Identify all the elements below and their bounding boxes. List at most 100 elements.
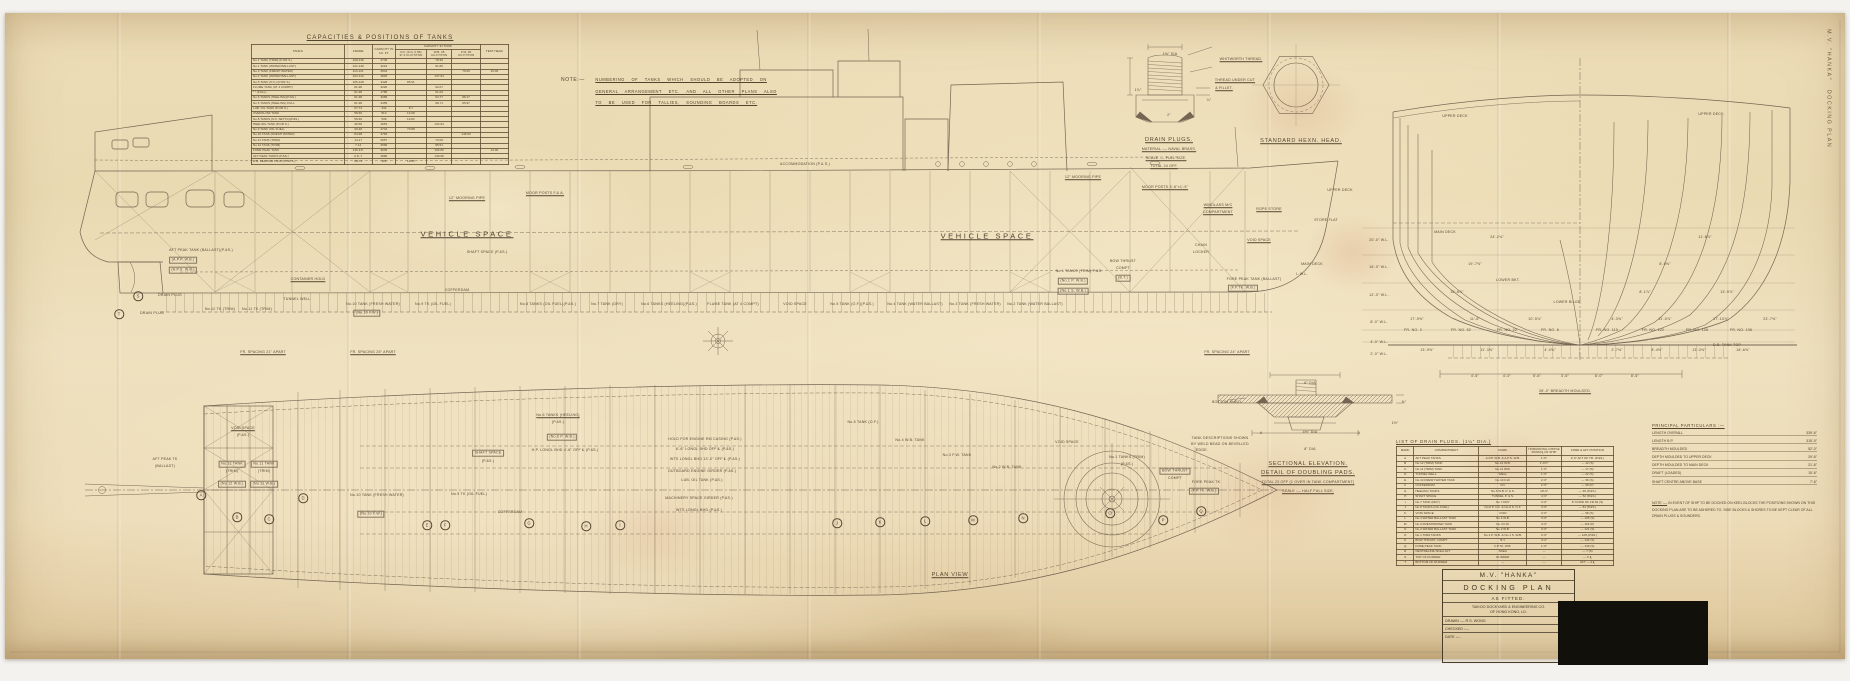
drawing-label: (A.P.P. W.B.) [169,256,197,264]
tank-numbering-note: NOTE:— NUMBERING OF TANKS WHICH SHOULD B… [561,77,777,112]
drawing-label: TOTAL 24 OFF. [1150,164,1178,169]
drawing-label: ⅝" [1401,400,1407,405]
drain-plug-mark: L [920,516,930,526]
table-cell: 4'-6" AFT OF TR. (P.&S.) [1560,455,1615,462]
drain-plug-mark: C [264,514,274,524]
table-cell: — 81 (P.&S.) [1560,504,1615,511]
particular-label: LENGTH B.P. [1652,438,1674,443]
table-cell: A [1395,455,1415,462]
drawing-label: MOOR POSTS 3'-6"×1'-9" [1141,185,1189,190]
table-cell: No.8 TANKS (OIL FUEL) [1413,504,1480,511]
drawing-label: 24'-2¾" [1490,235,1504,240]
drawing-label: (F.P.TK. W.B.) [1227,284,1259,292]
drawing-label: 6'-6" LONGL BHD OFF ℄ (P.&S.) [675,447,735,452]
drawing-label: FR. NO. 136 [1729,328,1753,333]
drawing-label: DETAIL OF DOUBLING PADS. [1261,470,1355,477]
drawing-label: 8'-9⅝" [1659,262,1671,267]
checked-by: CHECKED :— [1443,625,1574,634]
drawing-label: ACCOMMODATION (P.& S.) [780,162,830,167]
drawing-label: CHAIN [1194,243,1208,248]
drawing-label: 4½" DIA [1302,430,1318,435]
drawing-label: OUTBOARD ENGINE GIRDER (P.&S.) [667,469,737,474]
drawing-label: BY WELD BEAD ON BEVELLED [1191,442,1249,447]
table-cell: No.7 DRY [1478,499,1528,506]
drawing-label: 5'-6" [1532,374,1542,379]
drawing-label: THREAD UNDER CUT [1214,78,1256,83]
drawing-label: LUB. OIL TANK (P.&S.) [681,478,723,483]
drawing-label: 8'-1⅞" [1639,290,1651,295]
drain-plug-mark: J [832,518,842,528]
table-cell: I [1395,499,1415,506]
drawing-label: No.8 TANKS (OIL FUEL)(P.&S.) [519,302,577,307]
particular-value: 7'-6" [1810,479,1817,484]
drawing-label: 8'-0" [1594,374,1604,379]
note-line: GENERAL ARRANGEMENT ETC. AND ALL OTHER P… [595,88,777,94]
body-plan-labels: 20'-0" W.L.16'-0" W.L.12'-0" W.L.8'-0" W… [5,13,1845,659]
drawing-label: 11'-3⅝" [1480,348,1494,353]
particulars-row: DRAFT (LOADED)15'-6" [1652,471,1817,478]
table-cell: 6" FORD OF FR.62 (S) [1560,499,1615,506]
drawing-label: ROPE STORE [1256,207,1282,212]
drawing-label: 17'-9⅝" [1410,317,1424,322]
drain-plug-list-title: LIST OF DRAIN PLUGS. (1¼" DIA.) [1396,439,1492,444]
drawing-label: 4'-6" [1470,374,1480,379]
table-cell: — 17 (S) [1560,466,1615,473]
drawing-label: D.B. TANK TOP [1712,343,1742,348]
table-cell: No.12 W.B. [1478,460,1528,467]
drawing-label: (P.&S.) [551,420,565,425]
drawing-label: LOCKER [1193,250,1209,255]
table-cell: AFT — A ℄ [1560,559,1615,566]
drain-plug-mark: Q [1196,506,1206,516]
table-cell: — [1478,559,1528,566]
drawing-label: 11'-0⅞" [1658,317,1672,322]
drawing-label: MATERIAL :— NAVAL BRASS. [1141,147,1197,152]
table-cell: No.12 (TRIM) TANK [1413,460,1480,467]
table-cell: — [1526,559,1562,566]
drawing-label: (BALLAST) [155,464,175,469]
table-cell: 68-74 [343,158,373,165]
drawing-label: TUNNEL WELL [283,297,311,302]
drawing-label: FORE PEAK TK [1191,480,1221,485]
drawing-label: 1½" [1391,421,1399,426]
drawing-label: (No.10 F.W.) [357,510,385,518]
drawing-label: 2'-7⅝" [1611,348,1623,353]
drawing-label: No.3 F.W. TANK [942,453,972,458]
table-cell: No.10 F.W. [1478,477,1528,484]
drawing-label: No.5 TANK (O.F.)(P.&S.) [830,302,874,307]
drawing-label: LOWER BKT. [1496,278,1520,283]
table-cell: F [1395,482,1415,489]
drawing-label: VEHICLE SPACE [420,229,514,239]
drawing-label: (TRIM) [257,469,271,474]
drawing-label: UPPER DECK [1327,188,1353,193]
drawing-label: SECTIONAL ELEVATION. [1268,461,1348,468]
drain-plug-mark: P [1158,515,1168,525]
drawing-label: No.2 TANK (WATER BALLAST) [1007,302,1063,307]
table-cell: — 22 (S) [1560,471,1615,478]
plan-labels: VOID SPACE(P.&S.)AFT PEAK TK(BALLAST)No.… [5,13,1845,659]
table-cell: G [1395,488,1415,495]
drawing-label: 13'-9⅝" [1420,348,1434,353]
drawing-label: No.12 TANK [218,460,246,468]
table-cell: No.11 W.B. [1478,466,1528,473]
table-cell: 13.85 [394,158,427,165]
drain-plug-mark: O [1105,508,1115,518]
drawing-label: MACHINERY SPACE GIRDER (P.&S.) [665,496,733,501]
drawing-label: 23'-7⅝" [1763,317,1777,322]
dpl-header-compartment: COMPARTMENT [1413,446,1480,456]
drawing-label: VOID SPACE [1247,238,1271,243]
drawing-label: COMPT [1116,266,1130,271]
drawing-label: BOW THRUST [1159,467,1191,475]
drawing-label: (B.T.) [1115,274,1131,282]
drawing-label: UPPER DECK [1442,114,1468,119]
docking-note: NOTE :— IN EVENT OF SHIP TO BE DOCKED ON… [1652,500,1820,520]
